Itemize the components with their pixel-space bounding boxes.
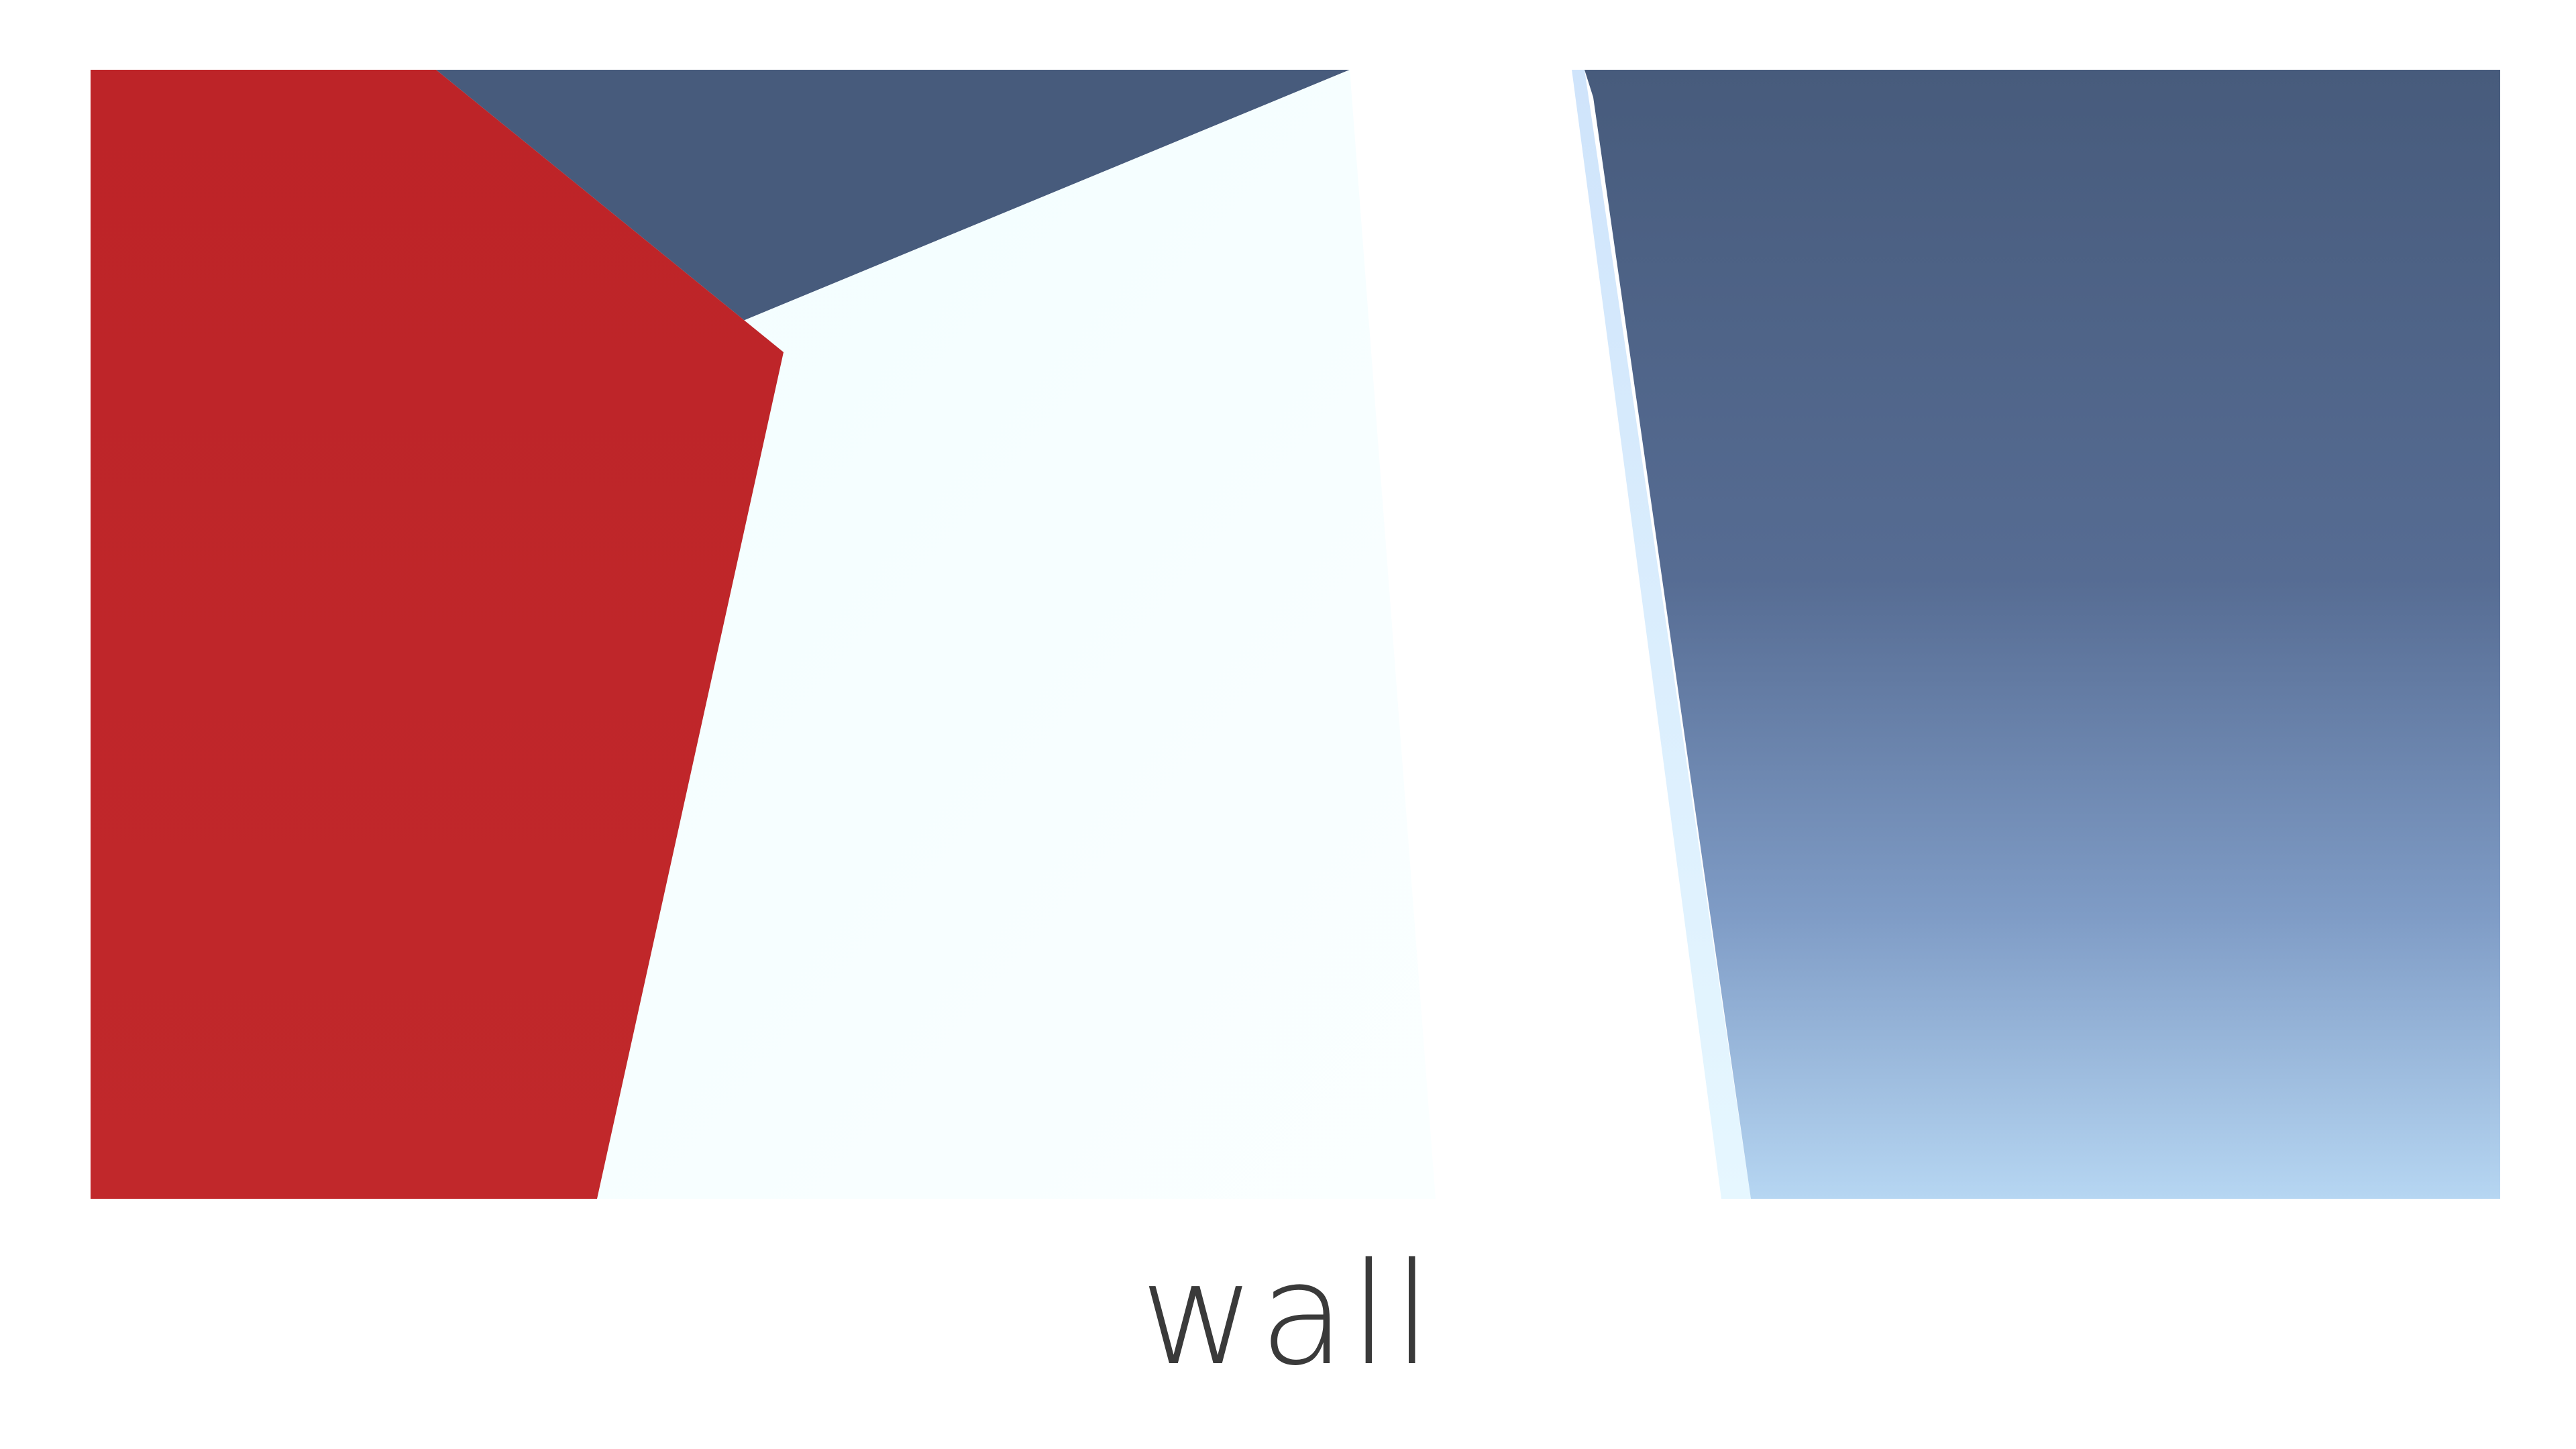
scene-layers [91,70,2500,1199]
wall-bevel-edge [1572,70,1751,1199]
caption-label: wall [1140,1232,1436,1397]
sky-right-panel [1585,70,2500,1199]
red-wall-panel [91,70,784,1199]
wall-glare [1350,70,1727,1199]
white-wall-panel [597,70,1573,1199]
sky-upper-left [436,70,1350,352]
